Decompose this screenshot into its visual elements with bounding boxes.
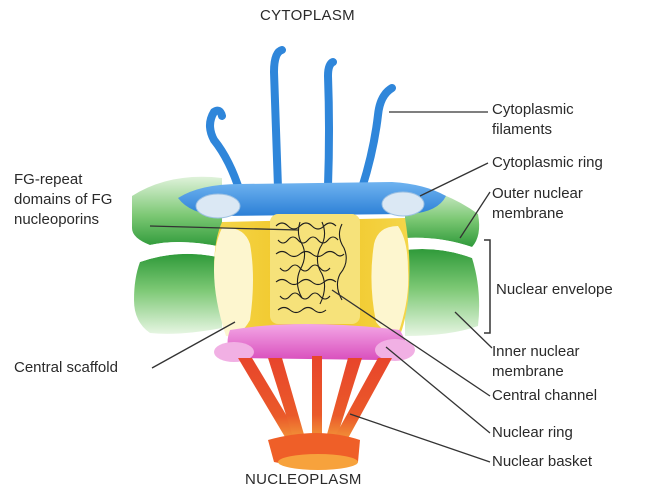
label-outer-nuclear-membrane: Outer nuclear membrane	[492, 184, 583, 224]
label-central-scaffold: Central scaffold	[14, 358, 118, 378]
inner-nuclear-membrane-left	[134, 254, 222, 334]
nuclear-envelope-bracket	[484, 240, 490, 333]
inner-nuclear-membrane-right	[405, 249, 479, 336]
nuclear-basket-body	[238, 356, 392, 470]
leader-cytoplasmic-ring	[420, 163, 488, 196]
label-nuclear-ring: Nuclear ring	[492, 423, 573, 443]
label-cytoplasmic-ring: Cytoplasmic ring	[492, 153, 603, 173]
label-cytoplasmic-filaments: Cytoplasmic filaments	[492, 100, 574, 140]
nucleoplasm-title: NUCLEOPLASM	[245, 470, 362, 490]
cytoplasmic-filaments	[210, 50, 392, 192]
cytoplasmic-ring-body	[178, 182, 446, 218]
cytoplasm-title: CYTOPLASM	[260, 6, 355, 26]
leader-nuclear-basket	[350, 414, 490, 462]
leader-nuclear-ring	[386, 347, 490, 433]
label-fg-repeat-domains: FG-repeat domains of FG nucleoporins	[14, 170, 112, 230]
central-channel	[270, 214, 360, 324]
label-nuclear-envelope: Nuclear envelope	[496, 280, 613, 300]
label-nuclear-basket: Nuclear basket	[492, 452, 592, 472]
label-central-channel: Central channel	[492, 386, 597, 406]
label-inner-nuclear-membrane: Inner nuclear membrane	[492, 342, 580, 382]
